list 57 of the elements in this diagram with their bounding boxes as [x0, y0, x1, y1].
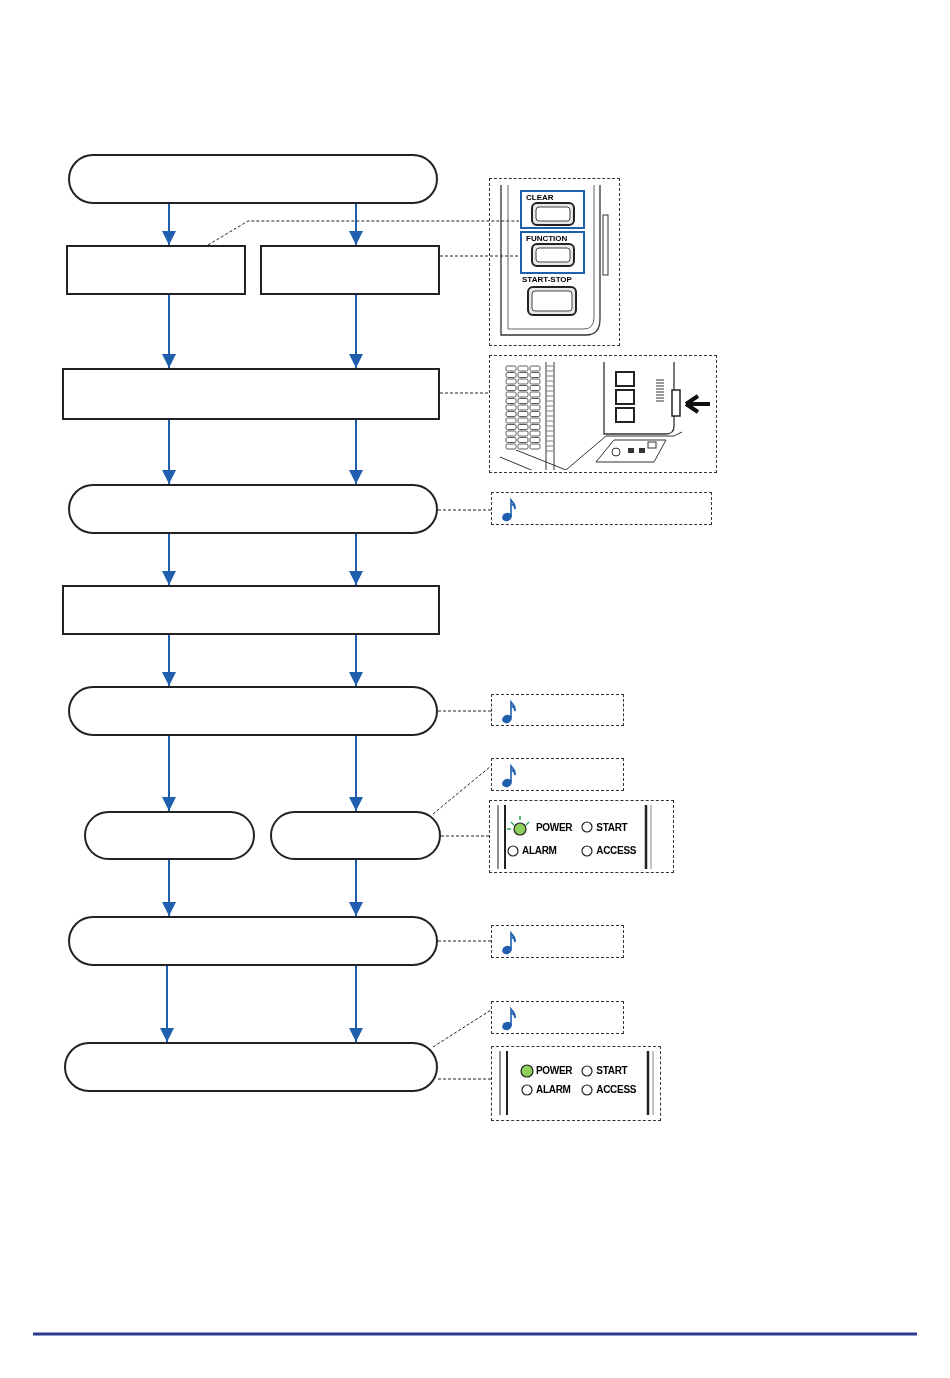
led-label: ACCESS [596, 1083, 637, 1097]
note-box [491, 758, 624, 791]
arrow [160, 965, 174, 1043]
leader-line [432, 765, 492, 815]
note-box [491, 492, 712, 525]
picture-frame [489, 178, 620, 346]
arrow [162, 859, 176, 917]
terminal-capsule [68, 686, 438, 736]
highlight-frame [520, 190, 585, 229]
terminal-capsule [84, 811, 255, 860]
leader-line [440, 835, 490, 837]
leader-line [432, 1009, 492, 1048]
process-box [62, 585, 440, 635]
note-box [491, 1001, 624, 1034]
led-label: ALARM [536, 1083, 571, 1097]
arrow [349, 419, 363, 485]
leader-line [437, 509, 492, 511]
leader-line [437, 710, 492, 712]
arrow [349, 634, 363, 687]
leader-line [439, 392, 490, 394]
terminal-capsule [64, 1042, 438, 1092]
led-panel [489, 800, 674, 873]
arrow [162, 419, 176, 485]
led-panel [491, 1046, 661, 1121]
note-box [491, 925, 624, 958]
arrow [162, 294, 176, 369]
led-label: POWER [536, 1064, 573, 1078]
terminal-capsule [68, 154, 438, 204]
led-label: START [596, 1064, 628, 1078]
terminal-capsule [68, 484, 438, 534]
process-box [66, 245, 246, 295]
arrow [162, 634, 176, 687]
process-box [260, 245, 440, 295]
arrow [162, 735, 176, 812]
button-label: CLEAR [525, 193, 554, 202]
note-box [491, 694, 624, 726]
leader-line [207, 220, 520, 246]
leader-line [439, 255, 520, 257]
arrow [349, 859, 363, 917]
terminal-capsule [68, 916, 438, 966]
arrow [349, 203, 363, 246]
arrow [349, 965, 363, 1043]
led-label: ALARM [522, 844, 557, 858]
process-box [62, 368, 440, 420]
leader-line [437, 940, 492, 942]
arrow [162, 203, 176, 246]
button-label: FUNCTION [525, 234, 568, 243]
leader-line [437, 1078, 492, 1080]
terminal-capsule [270, 811, 441, 860]
arrow [349, 294, 363, 369]
arrow [349, 735, 363, 812]
arrow [162, 533, 176, 586]
led-label: START [596, 820, 628, 835]
led-label: ACCESS [596, 844, 637, 858]
arrow [349, 533, 363, 586]
highlight-frame [520, 231, 585, 274]
led-label: POWER [536, 820, 573, 835]
